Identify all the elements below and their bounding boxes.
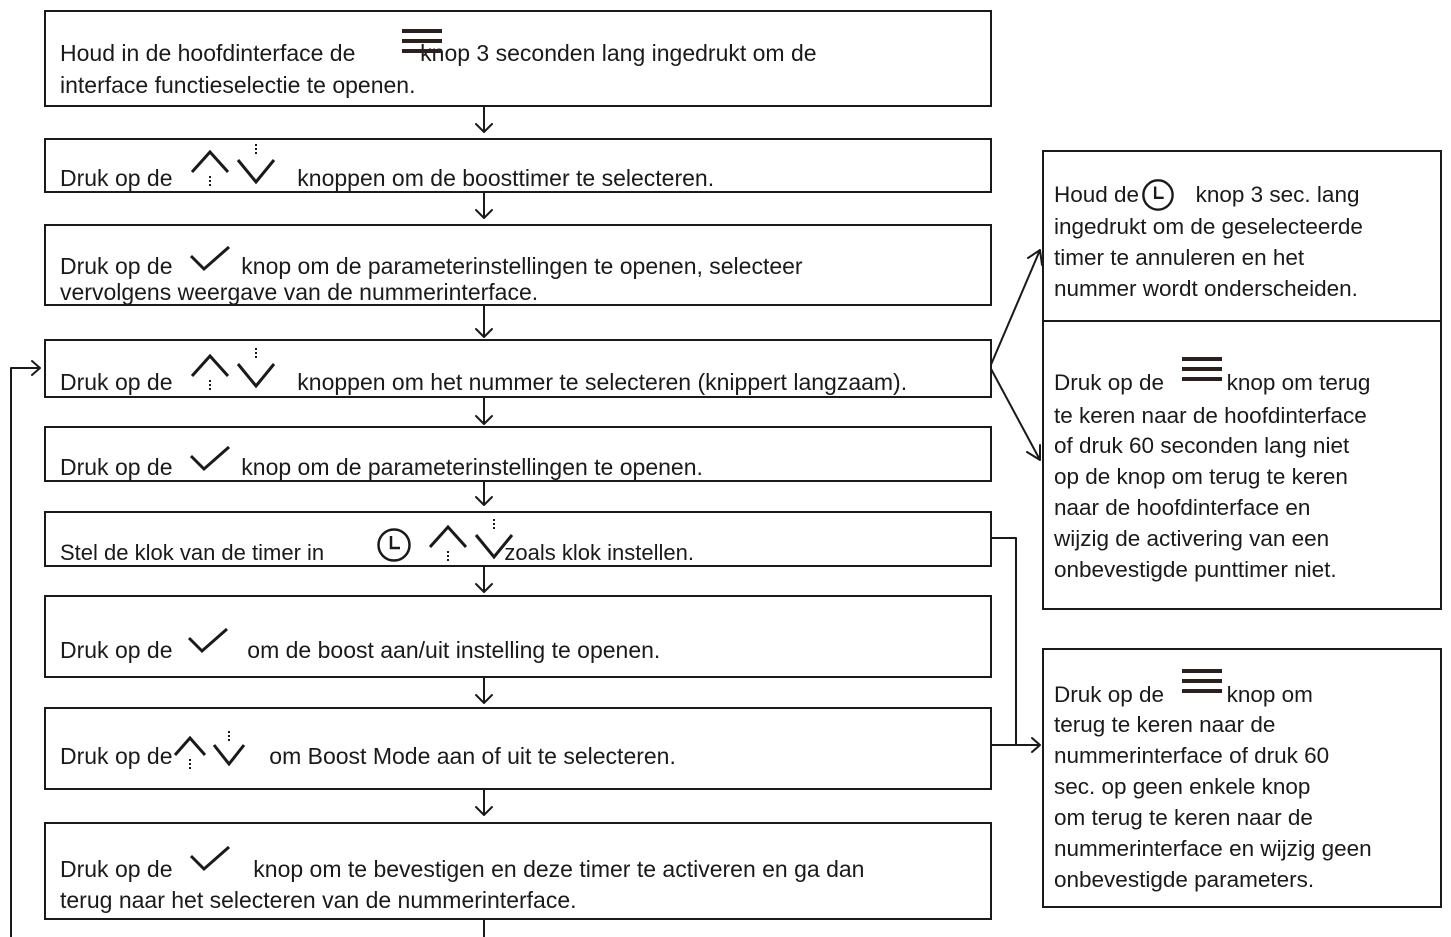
- down-arrow-icon: [236, 144, 276, 185]
- step-1-text-b: knop 3 seconden lang ingedrukt om de: [420, 40, 817, 66]
- menu-icon: [1182, 357, 1222, 381]
- side-cancel-text-a: Houd de: [1054, 182, 1140, 207]
- side-back-main-line7: onbevestigde punttimer niet.: [1054, 557, 1337, 582]
- step-8-text-b: om Boost Mode aan of uit te selecteren.: [269, 743, 676, 769]
- side-back-main-text-a: Druk op de: [1054, 370, 1165, 395]
- step-6-text-a: Stel de klok van de timer in: [60, 540, 325, 565]
- step-9-text-b: knop om te bevestigen en deze timer te a…: [253, 856, 865, 882]
- side-back-number-text-a: Druk op de: [1054, 682, 1165, 707]
- side-back-number-line3: nummerinterface of druk 60: [1054, 743, 1330, 768]
- step-7-text-b: om de boost aan/uit instelling te openen…: [247, 637, 661, 663]
- step-7-box: Druk op de om de boost aan/uit instellin…: [44, 595, 992, 678]
- menu-icon: [1182, 669, 1222, 693]
- step-3-text-a: Druk op de: [60, 253, 173, 279]
- side-back-number-box: Druk op de knop om terug te keren naar d…: [1042, 648, 1442, 908]
- step-4-box: Druk op de knoppen om het nummer te sele…: [44, 339, 992, 398]
- step-9-text-a: Druk op de: [60, 856, 173, 882]
- step-3-text-b: knop om de parameterinstellingen te open…: [241, 253, 803, 279]
- side-back-main-box: Druk op de knop om terug te keren naar d…: [1042, 320, 1442, 610]
- side-cancel-line2: ingedrukt om de geselecteerde: [1054, 214, 1363, 239]
- up-arrow-icon: [190, 353, 230, 390]
- down-arrow-icon: [474, 519, 514, 560]
- step-4-text-b: knoppen om het nummer te selecteren (kni…: [297, 369, 908, 395]
- side-cancel-box: Houd de knop 3 sec. lang ingedrukt om de…: [1042, 150, 1442, 322]
- side-back-main-line3: of druk 60 seconden lang niet: [1054, 433, 1350, 458]
- clock-icon: [377, 528, 411, 562]
- side-cancel-line4: nummer wordt onderscheiden.: [1054, 276, 1358, 301]
- down-arrow-icon: [212, 731, 246, 767]
- side-back-main-line6: wijzig de activering van een: [1054, 526, 1330, 551]
- side-back-number-line7: onbevestigde parameters.: [1054, 867, 1315, 892]
- side-back-main-line4: op de knop om terug te keren: [1054, 464, 1348, 489]
- step-5-text-a: Druk op de: [60, 454, 173, 480]
- clock-icon: [1142, 179, 1174, 211]
- side-cancel-line3: timer te annuleren en het: [1054, 245, 1305, 270]
- side-cancel-text-b: knop 3 sec. lang: [1195, 182, 1360, 207]
- side-back-number-line2: terug te keren naar de: [1054, 712, 1276, 737]
- check-icon: [187, 627, 228, 654]
- step-5-text-b: knop om de parameterinstellingen te open…: [241, 454, 703, 480]
- step-3-text-line2: vervolgens weergave van de nummerinterfa…: [60, 279, 539, 305]
- side-back-main-text-b: knop om terug: [1226, 370, 1371, 395]
- step-2-box: Druk op de knoppen om de boosttimer te s…: [44, 138, 992, 193]
- step-6-box: Stel de klok van de timer in zoals klok …: [44, 511, 992, 567]
- step-9-box: Druk op de knop om te bevestigen en deze…: [44, 822, 992, 920]
- step-1-text-a: Houd in de hoofdinterface de: [60, 40, 356, 66]
- side-back-number-line6: nummerinterface en wijzig geen: [1054, 836, 1372, 861]
- step-2-text-b: knoppen om de boosttimer te selecteren.: [297, 165, 715, 191]
- step-8-text-a: Druk op de: [60, 743, 173, 769]
- side-back-number-text-b: knop om: [1226, 682, 1313, 707]
- step-1-text-line2: interface functieselectie te openen.: [60, 72, 416, 98]
- up-arrow-icon: [173, 735, 207, 769]
- check-icon: [189, 445, 230, 472]
- side-back-main-line2: te keren naar de hoofdinterface: [1054, 403, 1367, 428]
- up-arrow-icon: [190, 149, 230, 186]
- step-7-text-a: Druk op de: [60, 637, 173, 663]
- side-back-main-line5: naar de hoofdinterface en: [1054, 495, 1311, 520]
- menu-icon: [402, 29, 442, 53]
- check-icon: [189, 245, 230, 272]
- step-3-box: Druk op de knop om de parameterinstellin…: [44, 224, 992, 306]
- step-6-text-b: zoals klok instellen.: [504, 540, 694, 565]
- step-8-box: Druk op de om Boost Mode aan of uit te s…: [44, 707, 992, 790]
- step-9-text-line2: terug naar het selecteren van de nummeri…: [60, 887, 577, 913]
- step-4-text-a: Druk op de: [60, 369, 173, 395]
- check-icon: [189, 845, 230, 872]
- step-5-box: Druk op de knop om de parameterinstellin…: [44, 426, 992, 482]
- side-back-number-line4: sec. op geen enkele knop: [1054, 774, 1311, 799]
- step-2-text-a: Druk op de: [60, 165, 173, 191]
- side-back-number-line5: om terug te keren naar de: [1054, 805, 1313, 830]
- up-arrow-icon: [428, 524, 468, 561]
- step-1-box: Houd in de hoofdinterface de knop 3 seco…: [44, 10, 992, 107]
- down-arrow-icon: [236, 348, 276, 389]
